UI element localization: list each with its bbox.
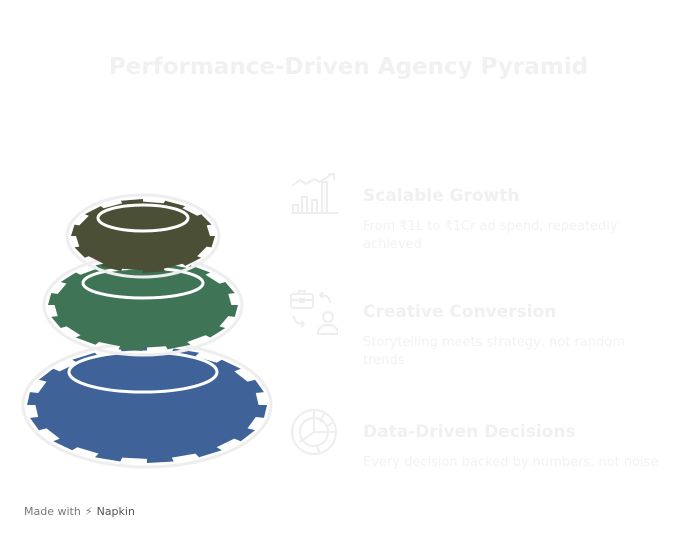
item-heading: Scalable Growth <box>363 186 520 206</box>
brand-name: Napkin <box>96 505 135 518</box>
page-title: Performance-Driven Agency Pyramid <box>108 54 589 80</box>
item-creative-conversion: Creative Conversion Storytelling meets s… <box>290 288 690 388</box>
briefcase-person-exchange-icon <box>290 290 338 335</box>
footer-attribution[interactable]: Made with ⚡ Napkin <box>24 505 135 518</box>
pie-chart-icon <box>291 409 337 455</box>
item-heading: Data-Driven Decisions <box>363 422 576 442</box>
bar-chart-growth-icon <box>291 173 338 214</box>
gear-hub-ring <box>67 350 219 394</box>
bottom-gear-tier <box>21 341 273 469</box>
item-heading: Creative Conversion <box>363 302 557 322</box>
middle-gear-tier <box>42 253 244 357</box>
gear-outline <box>65 193 221 279</box>
made-with-label: Made with <box>24 505 81 518</box>
top-gear-tier <box>65 193 221 279</box>
napkin-logo-icon: ⚡ <box>84 505 93 518</box>
gear-hub-ring <box>96 203 190 233</box>
gear-pyramid <box>21 193 273 469</box>
item-description: Every decision backed by numbers, not no… <box>363 455 659 470</box>
item-scalable-growth: Scalable Growth From ₹1L to ₹1Cr ad spen… <box>290 172 690 272</box>
item-description: Storytelling meets strategy, not random … <box>363 335 625 368</box>
item-description: From ₹1L to ₹1Cr ad spend, repeatedly ac… <box>363 219 618 252</box>
item-data-driven-decisions: Data-Driven Decisions Every decision bac… <box>290 408 690 508</box>
